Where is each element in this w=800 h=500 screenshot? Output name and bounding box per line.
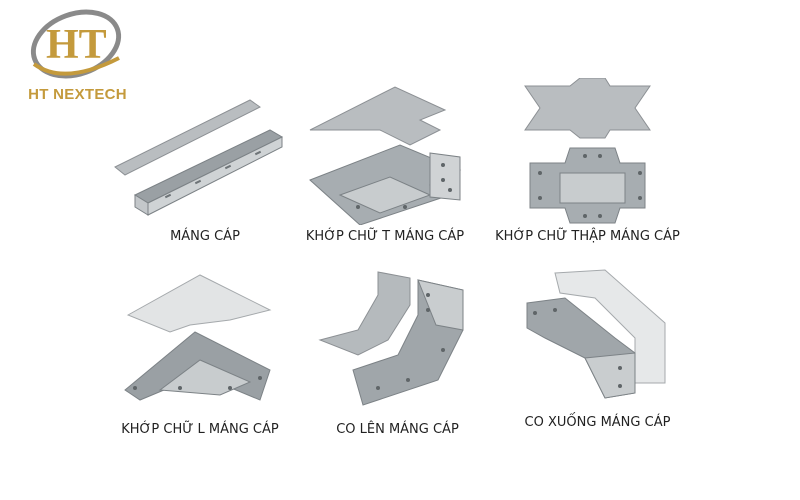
- product-l-joint: [120, 270, 280, 410]
- product-tee-joint: [300, 85, 470, 225]
- drop-elbow-icon: [526, 269, 666, 399]
- cable-tray-icon: [114, 99, 284, 216]
- riser-elbow-icon: [318, 271, 464, 406]
- product-drop-elbow: [525, 268, 680, 408]
- caption-tee-joint: KHỚP CHỮ T MÁNG CÁP: [305, 229, 465, 244]
- caption-cable-tray: MÁNG CÁP: [170, 229, 240, 244]
- caption-riser-elbow: CO LÊN MÁNG CÁP: [336, 422, 459, 437]
- brand-logo: HT HT NEXTECH: [10, 6, 145, 106]
- caption-drop-elbow: CO XUỐNG MÁNG CÁP: [524, 415, 671, 430]
- logo-letters: HT: [46, 22, 107, 68]
- product-cross-joint: [515, 78, 665, 228]
- l-joint-icon: [124, 274, 272, 401]
- brand-name: HT NEXTECH: [28, 86, 127, 103]
- caption-cross-joint: KHỚP CHỮ THẬP MÁNG CÁP: [495, 229, 680, 244]
- caption-l-joint: KHỚP CHỮ L MÁNG CÁP: [121, 422, 279, 437]
- cross-joint-icon: [524, 78, 651, 224]
- product-cable-tray: [110, 95, 290, 225]
- tee-joint-icon: [309, 86, 462, 225]
- product-riser-elbow: [318, 270, 483, 410]
- ht-logo-icon: HT: [30, 9, 122, 79]
